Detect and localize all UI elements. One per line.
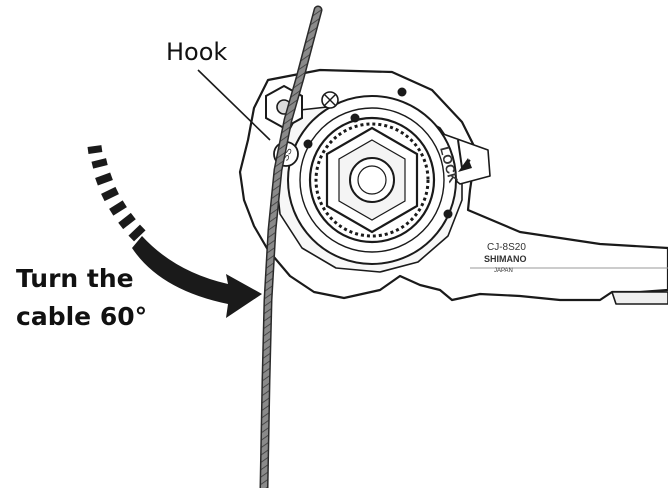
- brand-text: SHIMANO: [484, 254, 527, 264]
- rotation-arrow-icon: [132, 236, 262, 318]
- turn-instruction: Turn the cable 60°: [16, 260, 147, 336]
- model-text: CJ-8S20: [487, 242, 526, 253]
- origin-text: JAPAN: [494, 268, 513, 274]
- hook-label: Hook: [166, 38, 228, 66]
- turn-instruction-line1: Turn the: [16, 264, 134, 293]
- hook-leader-line: [197, 69, 271, 141]
- cable: [259, 5, 323, 488]
- screw-icon: [321, 91, 339, 109]
- pin-holes: [303, 87, 453, 219]
- rotation-dashes: [87, 145, 146, 242]
- lock-ring: [287, 95, 457, 265]
- turn-instruction-line2: cable 60°: [16, 302, 148, 331]
